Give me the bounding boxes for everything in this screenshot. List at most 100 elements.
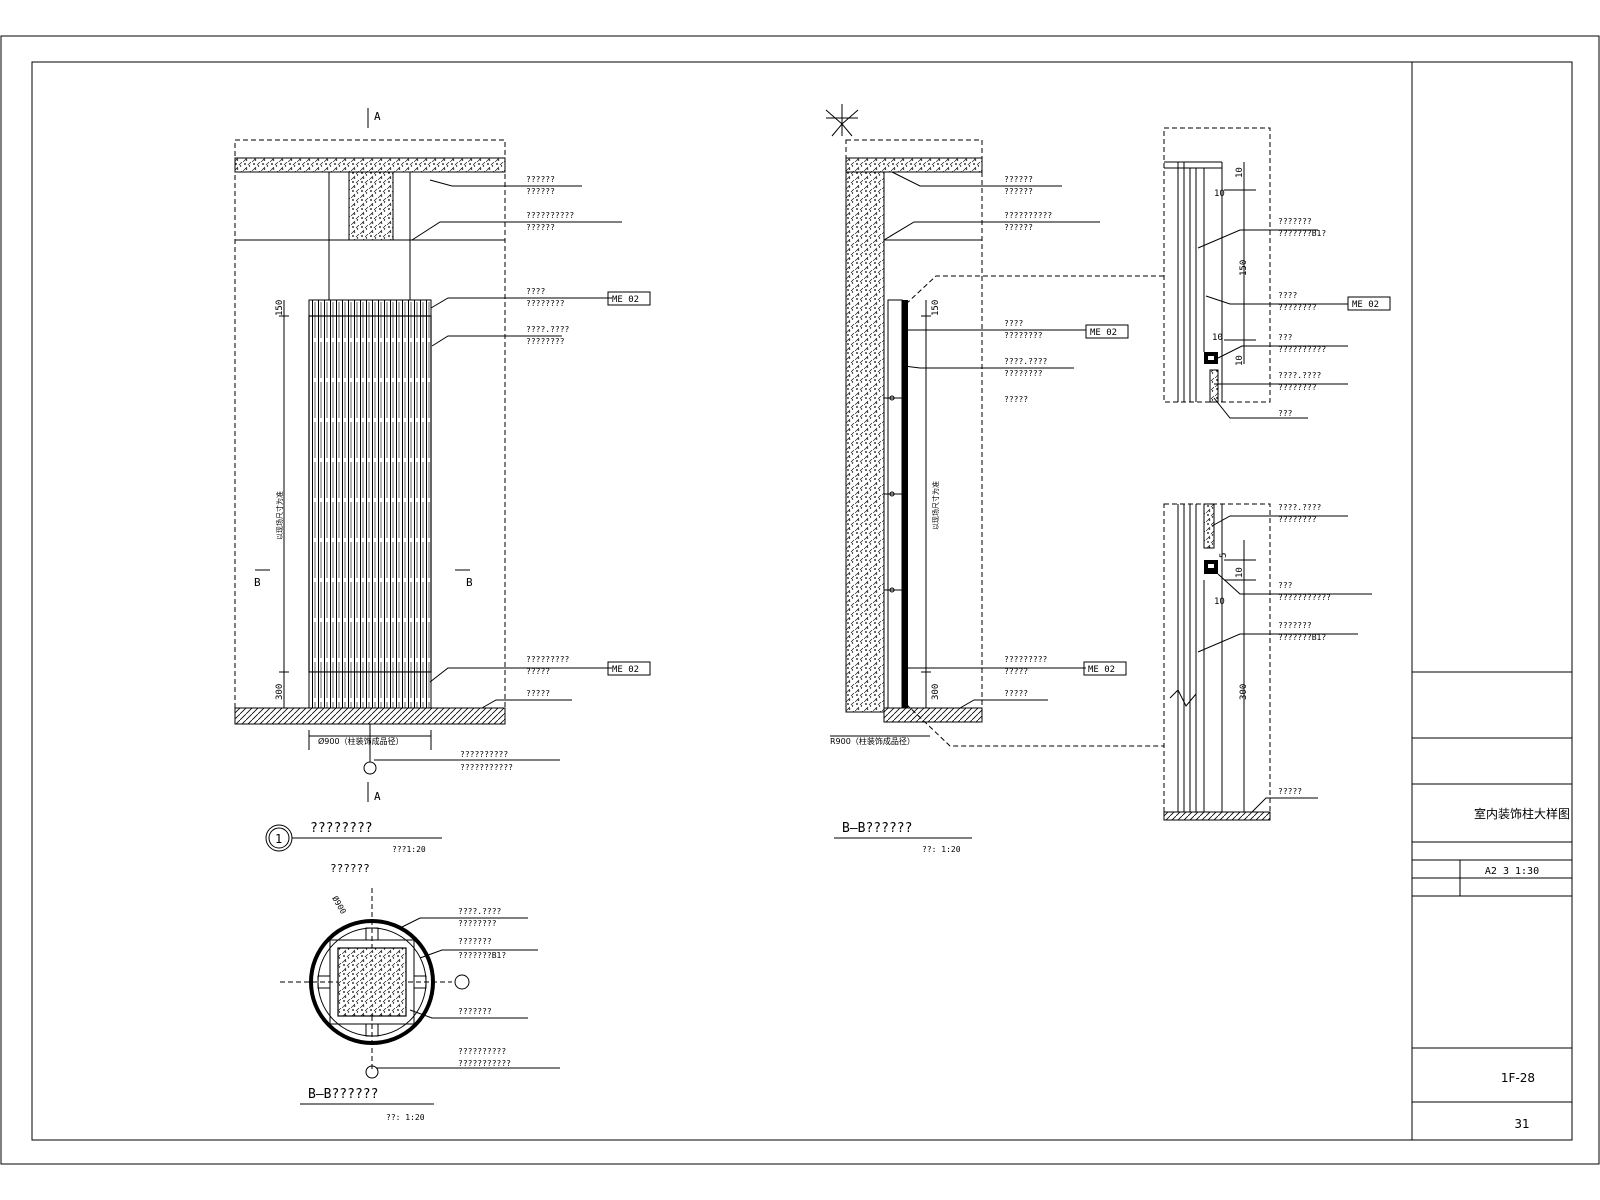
elev-note-3-l2: ????????	[526, 299, 565, 308]
section-title: B—B??????	[842, 821, 912, 836]
dt-note-1-l2: ???????B1?	[1278, 229, 1326, 238]
elev-note-4-l1: ????.????	[526, 325, 570, 334]
dt-note-3-l2: ??????????	[1278, 345, 1326, 354]
svg-text:ME 02: ME 02	[1090, 328, 1117, 338]
elev-note-5-l2: ?????	[526, 667, 550, 676]
section-tag-me02-b	[1083, 661, 1127, 676]
db-note-1-l2: ????????	[1278, 515, 1317, 524]
db-dim-3: 10	[1214, 597, 1225, 607]
dt-dim-1: 10	[1235, 167, 1245, 178]
plan-scale: ??: 1:20	[386, 1113, 425, 1122]
svg-text:ME 02: ME 02	[1088, 665, 1115, 675]
elev-note-2-l1: ??????????	[526, 211, 574, 220]
section-dim-height: 以现场尺寸为准	[931, 481, 940, 530]
plan-note-2-l1: ???????	[458, 937, 492, 946]
section-dim-top: 150	[931, 300, 941, 316]
elev-note-3-l1: ????	[526, 287, 545, 296]
dt-note-5-l1: ???	[1278, 409, 1293, 418]
dt-dim-4: 10	[1212, 333, 1223, 343]
db-note-3-l1: ???????	[1278, 621, 1312, 630]
dt-dim-3: 150	[1239, 260, 1249, 276]
section-note-6-l1: ?????????	[1004, 655, 1048, 664]
plan-title: B—B??????	[308, 1087, 378, 1102]
elev-tag-me02-a	[607, 291, 651, 306]
svg-text:ME 02: ME 02	[612, 295, 639, 305]
db-note-1-l1: ????.????	[1278, 503, 1322, 512]
db-note-4-l1: ?????	[1278, 787, 1302, 796]
section-mark-b-left: B	[254, 576, 261, 589]
db-note-2-l1: ???	[1278, 581, 1293, 590]
db-note-2-l2: ???????????	[1278, 593, 1331, 602]
elev-note-1-l2: ??????	[526, 187, 555, 196]
section-dim-radius: R900（柱装饰成品径）	[830, 736, 915, 746]
elev-note-2-l2: ??????	[526, 223, 555, 232]
section-note-5-l1: ?????	[1004, 395, 1028, 404]
dt-note-2-l2: ????????	[1278, 303, 1317, 312]
elev-note-6-l1: ?????	[526, 689, 550, 698]
db-dim-4: 300	[1239, 684, 1249, 700]
db-dim-2: 10	[1235, 567, 1245, 578]
section-note-6-l2: ?????	[1004, 667, 1028, 676]
elev-dim-top: 150	[275, 300, 285, 316]
plan-note-4-l1: ??????????	[458, 1047, 506, 1056]
db-note-3-l2: ???????B1?	[1278, 633, 1326, 642]
sheet-number: 31	[1514, 1117, 1529, 1131]
section-note-4-l1: ????.????	[1004, 357, 1048, 366]
section-mark-a-bottom: A	[374, 790, 381, 803]
elevation-title: ????????	[310, 821, 373, 836]
callout-number: 1	[275, 832, 282, 846]
paper-scale: A2 3 1:30	[1485, 866, 1539, 877]
drawing-title: 室内装饰柱大样图	[1474, 806, 1570, 821]
elevation-scale: ???1:20	[392, 845, 426, 854]
column-elevation: A 150 300 以现场尺寸为准 B B Ø900（柱装饰成品径）	[234, 108, 651, 854]
section-note-7-l1: ?????	[1004, 689, 1028, 698]
section-tag-me02-a	[1085, 324, 1129, 339]
dt-dim-5: 10	[1235, 355, 1245, 366]
plan-note-2-l2: ???????B1?	[458, 951, 506, 960]
dt-note-2-l1: ????	[1278, 291, 1297, 300]
elev-note-1-l1: ??????	[526, 175, 555, 184]
dt-dim-2: 10	[1214, 189, 1225, 199]
elev-dim-bottom: 300	[275, 684, 285, 700]
section-note-4-l2: ????????	[1004, 369, 1043, 378]
drawing-number: 1F-28	[1501, 1071, 1535, 1085]
section-note-1-l2: ??????	[1004, 187, 1033, 196]
dt-tag-me02	[1347, 296, 1391, 311]
elev-note-5-l1: ?????????	[526, 655, 570, 664]
detail-bottom: 5 10 10 300 ????.???? ???????? ??? ?????…	[1163, 503, 1372, 821]
section-note-1-l1: ??????	[1004, 175, 1033, 184]
section-note-2-l1: ??????????	[1004, 211, 1052, 220]
section-note-3-l1: ????	[1004, 319, 1023, 328]
elev-center-note-l1: ??????????	[460, 750, 508, 759]
elev-dim-height: 以现场尺寸为准	[275, 491, 284, 540]
plan-note-3-l1: ???????	[458, 1007, 492, 1016]
svg-text:ME 02: ME 02	[1352, 300, 1379, 310]
outer-border	[0, 35, 1600, 1165]
plan-dim-dia: Ø900	[330, 894, 348, 916]
plan-note-1-l1: ????.????	[458, 907, 502, 916]
title-block: 室内装饰柱大样图 A2 3 1:30 1F-28 31	[1411, 62, 1572, 1140]
plan-note-1-l2: ????????	[458, 919, 497, 928]
plan-note-4-l2: ???????????	[458, 1059, 511, 1068]
dt-note-4-l2: ????????	[1278, 383, 1317, 392]
elev-note-4-l2: ????????	[526, 337, 565, 346]
detail-top: 10 10 150 10 10 ??????? ???????B1? ???? …	[1163, 127, 1391, 419]
plan-caption: ??????	[330, 862, 370, 875]
svg-text:ME 02: ME 02	[612, 665, 639, 675]
elev-tag-me02-b	[607, 661, 651, 676]
db-dim-1: 5	[1219, 553, 1229, 558]
dt-note-3-l1: ???	[1278, 333, 1293, 342]
section-note-2-l2: ??????	[1004, 223, 1033, 232]
column-section: 150 300 以现场尺寸为准 R900（柱装饰成品径） ?????? ????…	[825, 104, 1164, 854]
elev-dim-width: Ø900（柱装饰成品径）	[318, 736, 404, 746]
column-plan: ?????? Ø900 ????.???? ???????? ??????? ?…	[280, 862, 560, 1122]
section-mark-b-right: B	[466, 576, 473, 589]
dt-note-4-l1: ????.????	[1278, 371, 1322, 380]
section-scale: ??: 1:20	[922, 845, 961, 854]
dt-note-1-l1: ???????	[1278, 217, 1312, 226]
section-dim-bottom: 300	[931, 684, 941, 700]
elev-center-note-l2: ???????????	[460, 763, 513, 772]
inner-border	[31, 61, 1573, 1141]
section-mark-a-top: A	[374, 110, 381, 123]
